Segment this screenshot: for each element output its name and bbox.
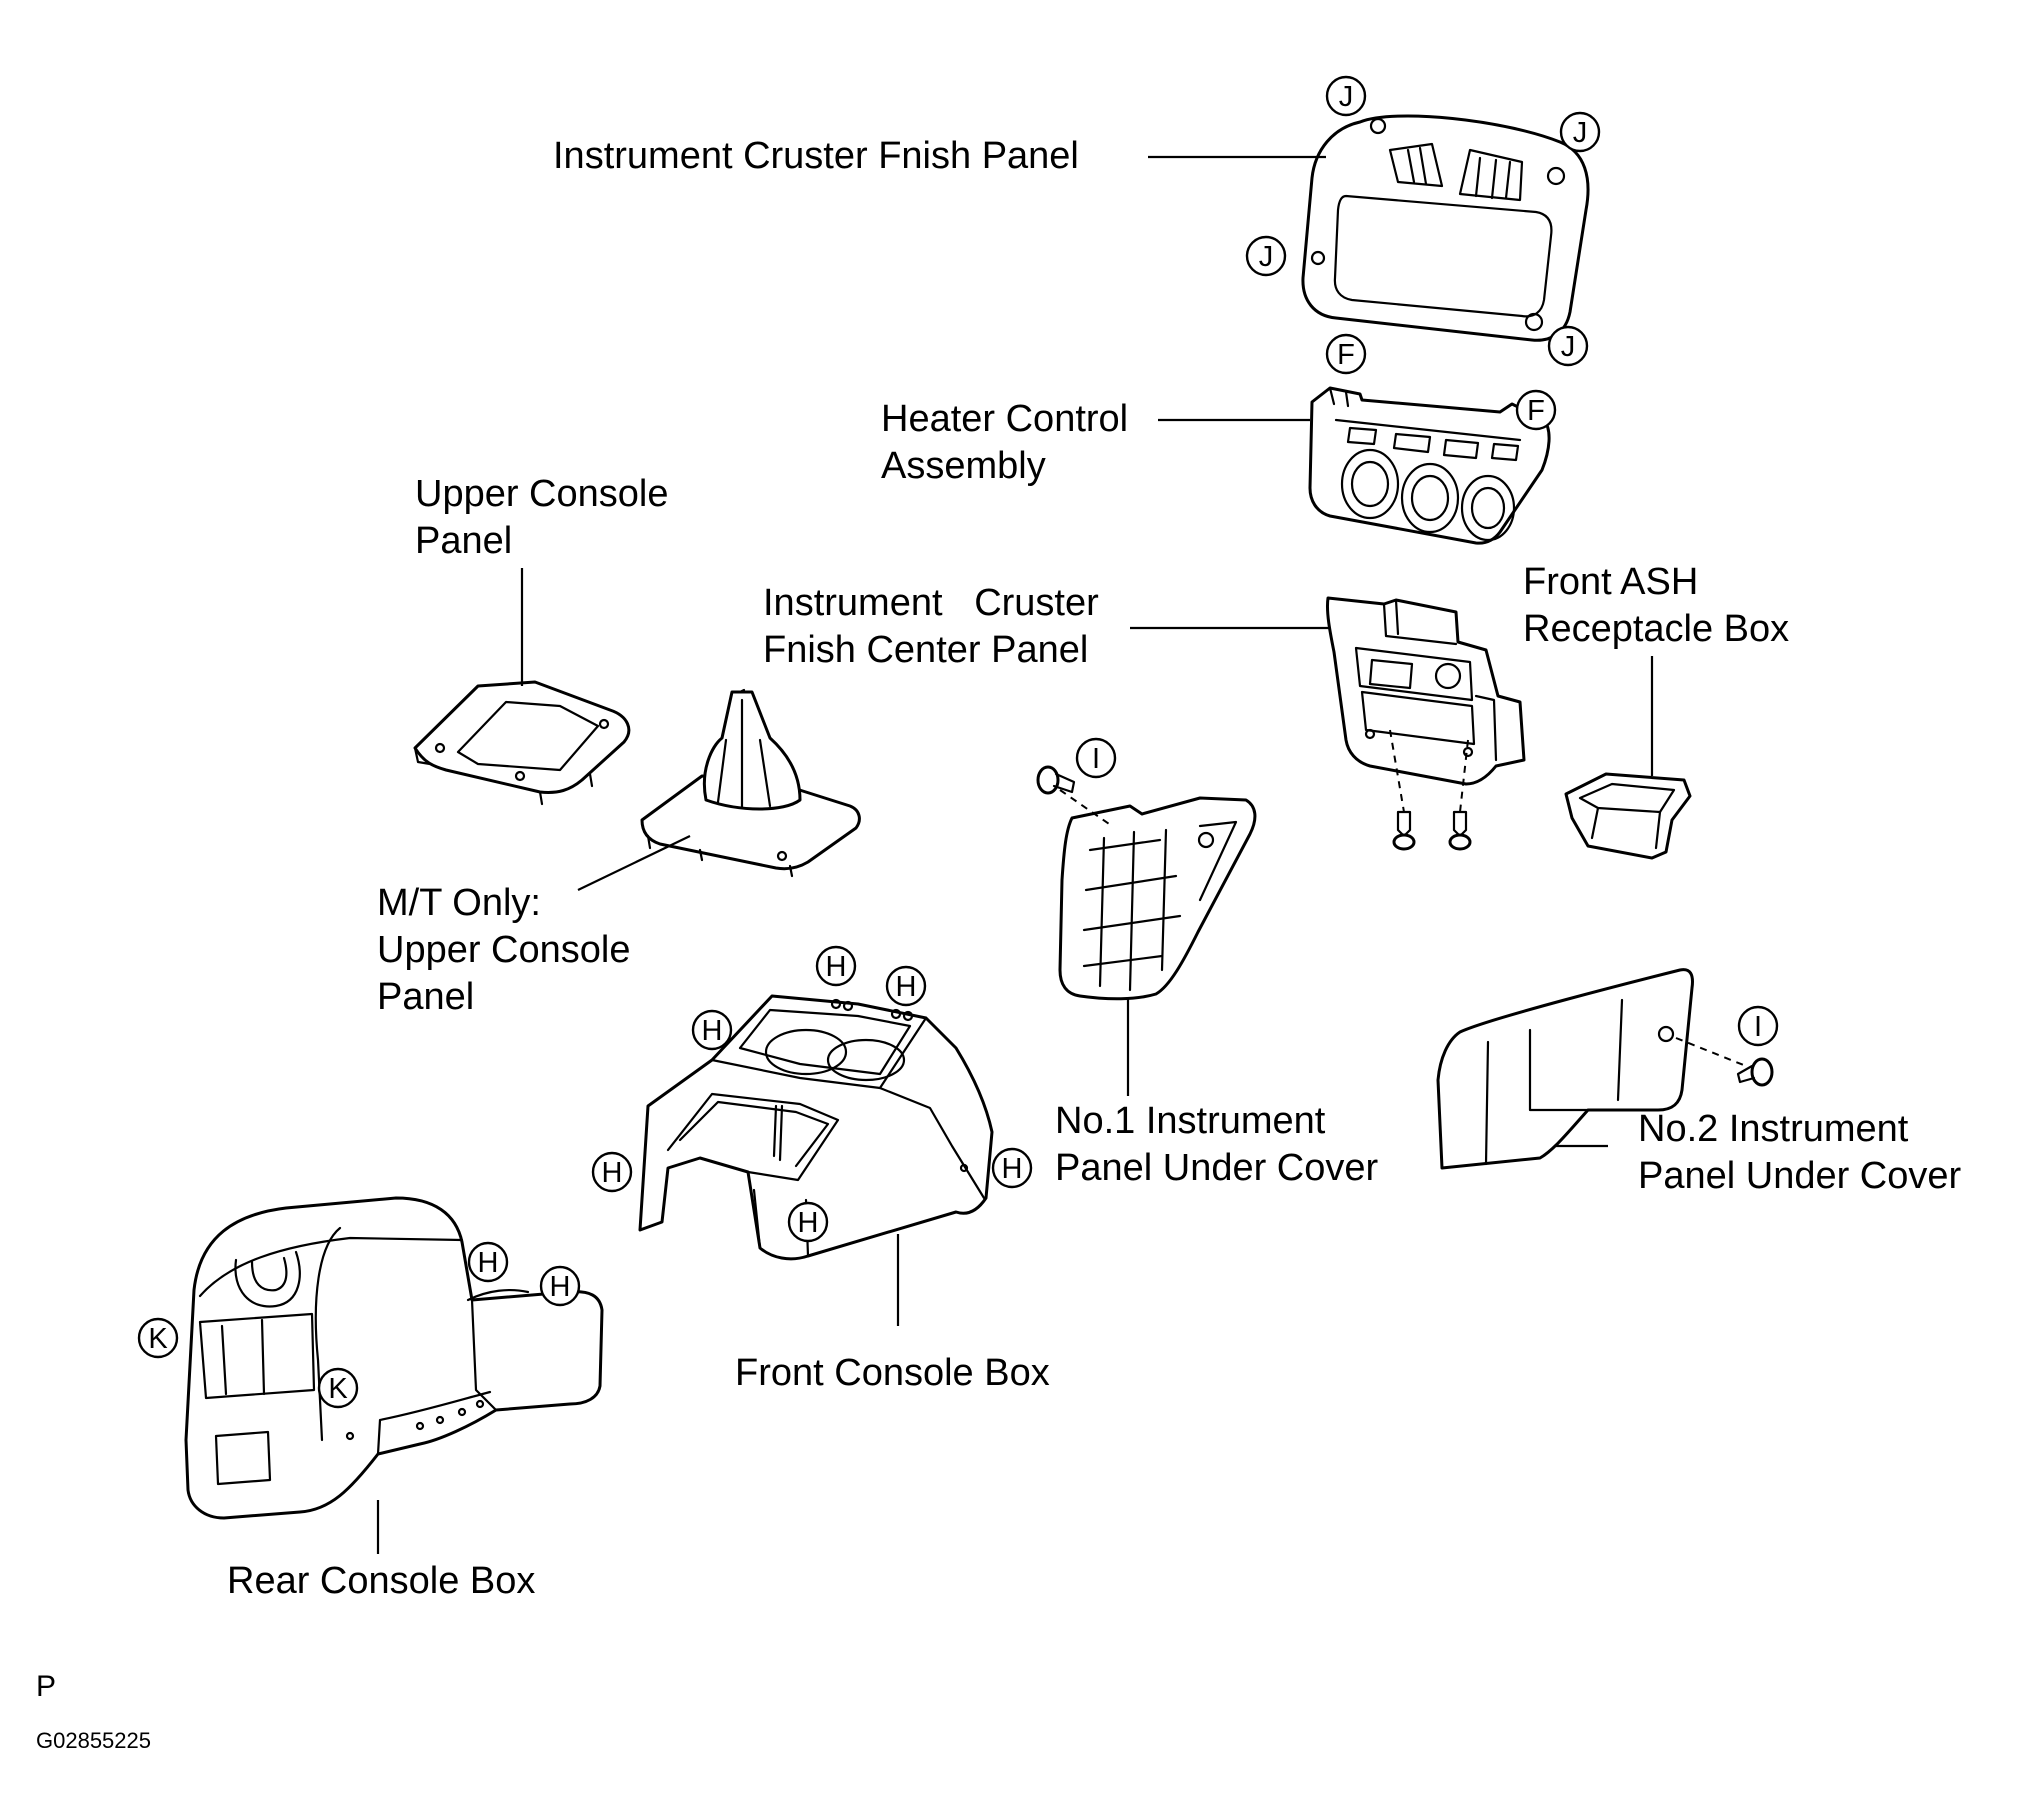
callout-k-2: K (317, 1367, 359, 1409)
callout-f-1: F (1325, 333, 1367, 375)
svg-text:J: J (1561, 331, 1576, 363)
svg-text:H: H (602, 1157, 623, 1189)
label-upper-console-line2: Panel (415, 520, 513, 562)
svg-text:H: H (896, 971, 917, 1003)
label-front-ash-line2: Receptacle Box (1523, 608, 1790, 650)
svg-text:H: H (826, 951, 847, 983)
label-no1-cover-line2: Panel Under Cover (1055, 1147, 1379, 1189)
upper-console-panel (413, 680, 631, 806)
callout-h-1: H (815, 945, 857, 987)
callout-j-1: J (1325, 75, 1367, 117)
callout-j-3: J (1245, 235, 1287, 277)
svg-text:I: I (1754, 1011, 1762, 1043)
label-no1-cover-line1: No.1 Instrument (1055, 1100, 1326, 1142)
rear-console-box (184, 1196, 604, 1520)
label-no2-cover-line1: No.2 Instrument (1638, 1108, 1909, 1150)
label-center-panel-line2: Fnish Center Panel (763, 629, 1089, 671)
label-center-panel-line1: Instrument Cruster (763, 582, 1099, 624)
label-instrument-cluster-finish-panel: Instrument Cruster Fnish Panel (553, 135, 1079, 177)
front-console-box (638, 994, 994, 1261)
no1-instrument-panel-under-cover (1058, 789, 1257, 1001)
svg-text:J: J (1573, 117, 1588, 149)
callout-h-6: H (787, 1201, 829, 1243)
callout-i-2: I (1737, 1005, 1779, 1047)
label-heater-control-line1: Heater Control (881, 398, 1129, 440)
callout-j-2: J (1559, 111, 1601, 153)
leader-lines (376, 155, 1654, 1554)
svg-text:K: K (328, 1373, 348, 1405)
svg-text:H: H (1002, 1153, 1023, 1185)
svg-text:F: F (1337, 339, 1355, 371)
svg-text:H: H (550, 1271, 571, 1303)
label-heater-control-line2: Assembly (881, 445, 1046, 487)
clip-no2 (1736, 1057, 1774, 1087)
front-ash-receptacle-box (1564, 772, 1692, 860)
callout-h-2: H (885, 965, 927, 1007)
no2-instrument-panel-under-cover (1436, 968, 1747, 1170)
callout-k-1: K (137, 1317, 179, 1359)
svg-text:J: J (1339, 81, 1354, 113)
svg-text:H: H (478, 1247, 499, 1279)
label-no2-cover-line2: Panel Under Cover (1638, 1155, 1962, 1197)
callout-h-5: H (991, 1147, 1033, 1189)
callout-h-8: H (539, 1265, 581, 1307)
callout-f-2: F (1515, 389, 1557, 431)
footer-letter: P (36, 1670, 57, 1703)
callout-i-1: I (1075, 737, 1117, 779)
callout-j-4: J (1547, 325, 1589, 367)
heater-control-assembly (1308, 386, 1551, 545)
svg-text:J: J (1259, 241, 1274, 273)
callout-h-4: H (591, 1151, 633, 1193)
svg-text:H: H (702, 1015, 723, 1047)
callout-h-7: H (467, 1241, 509, 1283)
label-upper-console-line1: Upper Console (415, 473, 669, 515)
center-panel-screws (1389, 729, 1472, 851)
mt-upper-console-panel (640, 688, 861, 878)
svg-text:K: K (148, 1323, 168, 1355)
figure-code: G02855225 (36, 1728, 151, 1753)
clip-no1 (1036, 765, 1076, 795)
label-rear-console-box: Rear Console Box (227, 1560, 536, 1602)
callout-h-3: H (691, 1009, 733, 1051)
instrument-cluster-finish-panel (1301, 114, 1590, 342)
svg-text:I: I (1092, 743, 1100, 775)
label-mt-only-line2: Upper Console (377, 929, 631, 971)
svg-text:H: H (798, 1207, 819, 1239)
label-mt-only-line3: Panel (377, 976, 475, 1018)
label-mt-only-line1: M/T Only: (377, 882, 541, 924)
label-front-ash-line1: Front ASH (1523, 561, 1699, 603)
instrument-cluster-finish-center-panel (1326, 596, 1526, 786)
svg-text:F: F (1527, 395, 1545, 427)
label-front-console-box: Front Console Box (735, 1352, 1050, 1394)
